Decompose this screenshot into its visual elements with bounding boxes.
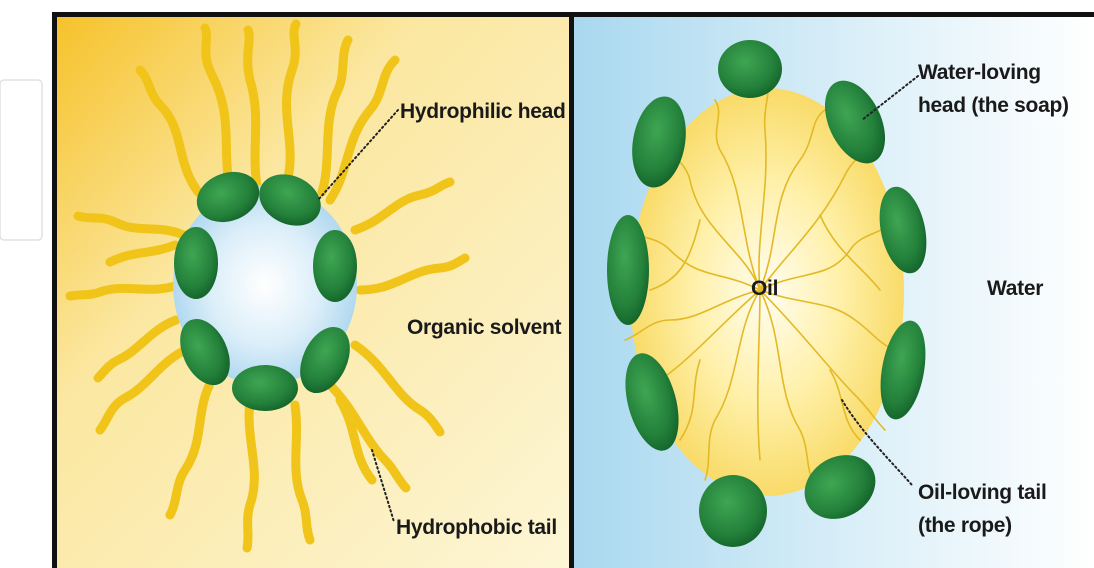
head bbox=[174, 227, 218, 299]
background-card bbox=[0, 80, 42, 240]
label-water-loving-head-line2: head (the soap) bbox=[918, 94, 1069, 117]
label-oil-loving-tail-line1: Oil-loving tail bbox=[918, 481, 1047, 504]
label-water: Water bbox=[987, 277, 1043, 300]
label-water-loving-head-line1: Water-loving bbox=[918, 61, 1041, 84]
head bbox=[607, 215, 649, 325]
frame-top-border bbox=[55, 12, 1094, 17]
label-oil-loving-tail-line2: (the rope) bbox=[918, 514, 1012, 537]
right-panel: Water-loving head (the soap) Oil Water O… bbox=[573, 16, 1094, 568]
label-hydrophilic-head: Hydrophilic head bbox=[400, 100, 566, 123]
label-oil: Oil bbox=[751, 277, 778, 300]
label-organic-solvent: Organic solvent bbox=[407, 316, 562, 339]
left-panel: Hydrophilic head Organic solvent Hydroph… bbox=[55, 16, 571, 568]
head bbox=[699, 475, 767, 547]
label-hydrophobic-tail: Hydrophobic tail bbox=[396, 516, 557, 539]
head bbox=[232, 365, 298, 411]
head bbox=[313, 230, 357, 302]
frame-center-divider bbox=[569, 12, 574, 568]
frame-left-border bbox=[52, 12, 57, 568]
head bbox=[718, 40, 782, 98]
